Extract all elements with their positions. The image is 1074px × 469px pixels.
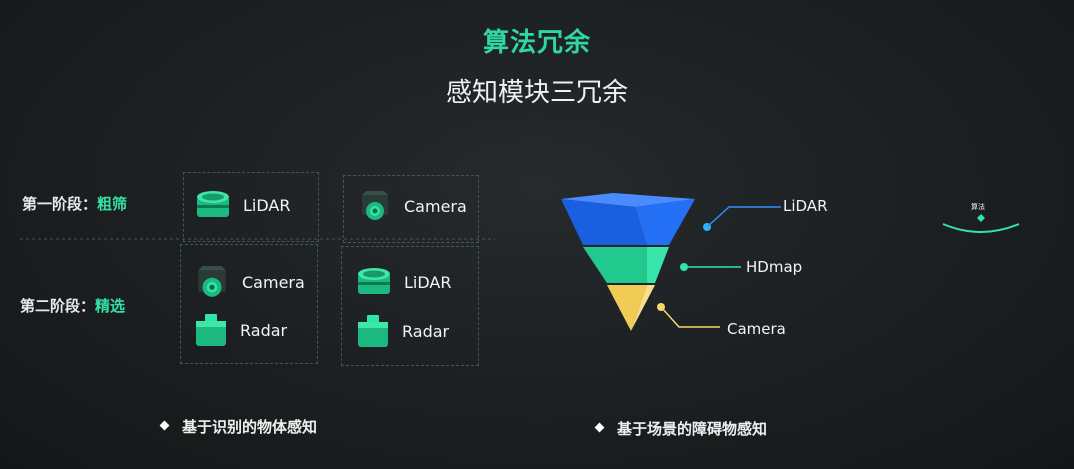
pyramid-top-face — [561, 193, 695, 207]
pyramid-layer-camera — [607, 285, 647, 331]
pyramid-label-hdmap: HDmap — [746, 258, 803, 276]
sensor-label: Camera — [242, 272, 305, 292]
pyramid-layer-camera-side — [631, 285, 655, 331]
sensor-item-lidar: LiDAR — [195, 187, 290, 223]
stage-2-right-box — [341, 246, 479, 366]
pyramid-label-camera: Camera — [727, 320, 786, 338]
algorithm-toggle[interactable]: 算法 — [940, 200, 1022, 236]
sensor-item-lidar: LiDAR — [356, 264, 451, 300]
slide-subtitle: 感知模块三冗余 — [445, 78, 628, 108]
stage-1-camera-box — [343, 175, 479, 243]
sensor-item-camera: Camera — [358, 189, 467, 223]
sensor-label: Radar — [240, 320, 288, 340]
sensor-label: LiDAR — [243, 195, 291, 215]
perception-pyramid — [561, 193, 781, 331]
stage-1-lidar-box — [183, 172, 319, 242]
pyramid-label-lidar: LiDAR — [783, 197, 828, 215]
camera-sensor-icon — [362, 191, 388, 220]
stage-2-highlight: 精选 — [95, 297, 126, 315]
sensor-item-radar: Radar — [194, 312, 287, 348]
pyramid-layer-hdmap — [583, 247, 647, 283]
bullet-text: 基于场景的障碍物感知 — [617, 420, 768, 438]
bullet-icon — [594, 422, 605, 433]
radar-sensor-icon — [358, 315, 388, 347]
stage-1-highlight: 粗筛 — [97, 195, 128, 213]
pyramid-layer-lidar — [561, 199, 647, 245]
pyramid-layer-lidar-side — [635, 199, 695, 245]
bullet-text: 基于识别的物体感知 — [182, 418, 318, 436]
camera-sensor-icon — [198, 266, 226, 297]
sensor-label: Camera — [404, 196, 467, 216]
sensor-label: LiDAR — [404, 272, 452, 292]
slide-title: 算法冗余 — [482, 28, 591, 58]
sensor-item-radar: Radar — [356, 313, 449, 349]
stage-1-label: 第一阶段：粗筛 — [22, 193, 127, 214]
stage-1-prefix: 第一阶段： — [22, 195, 98, 213]
stage-2-label: 第二阶段：精选 — [20, 295, 125, 316]
lidar-sensor-icon — [197, 191, 229, 217]
stage-2-left-box — [180, 244, 318, 364]
bullet-scene-perception: 基于场景的障碍物感知 — [594, 418, 768, 439]
lidar-sensor-icon — [358, 268, 390, 294]
stage-2-prefix: 第二阶段： — [20, 297, 96, 315]
bullet-object-perception: 基于识别的物体感知 — [159, 416, 318, 437]
bullet-icon — [159, 420, 170, 431]
toggle-marker-icon — [942, 214, 1020, 233]
pyramid-layer-hdmap-side — [647, 247, 669, 283]
radar-sensor-icon — [196, 314, 226, 346]
toggle-label: 算法 — [971, 203, 985, 211]
sensor-label: Radar — [402, 321, 450, 341]
sensor-item-camera: Camera — [194, 264, 305, 300]
stage-divider — [20, 238, 495, 240]
